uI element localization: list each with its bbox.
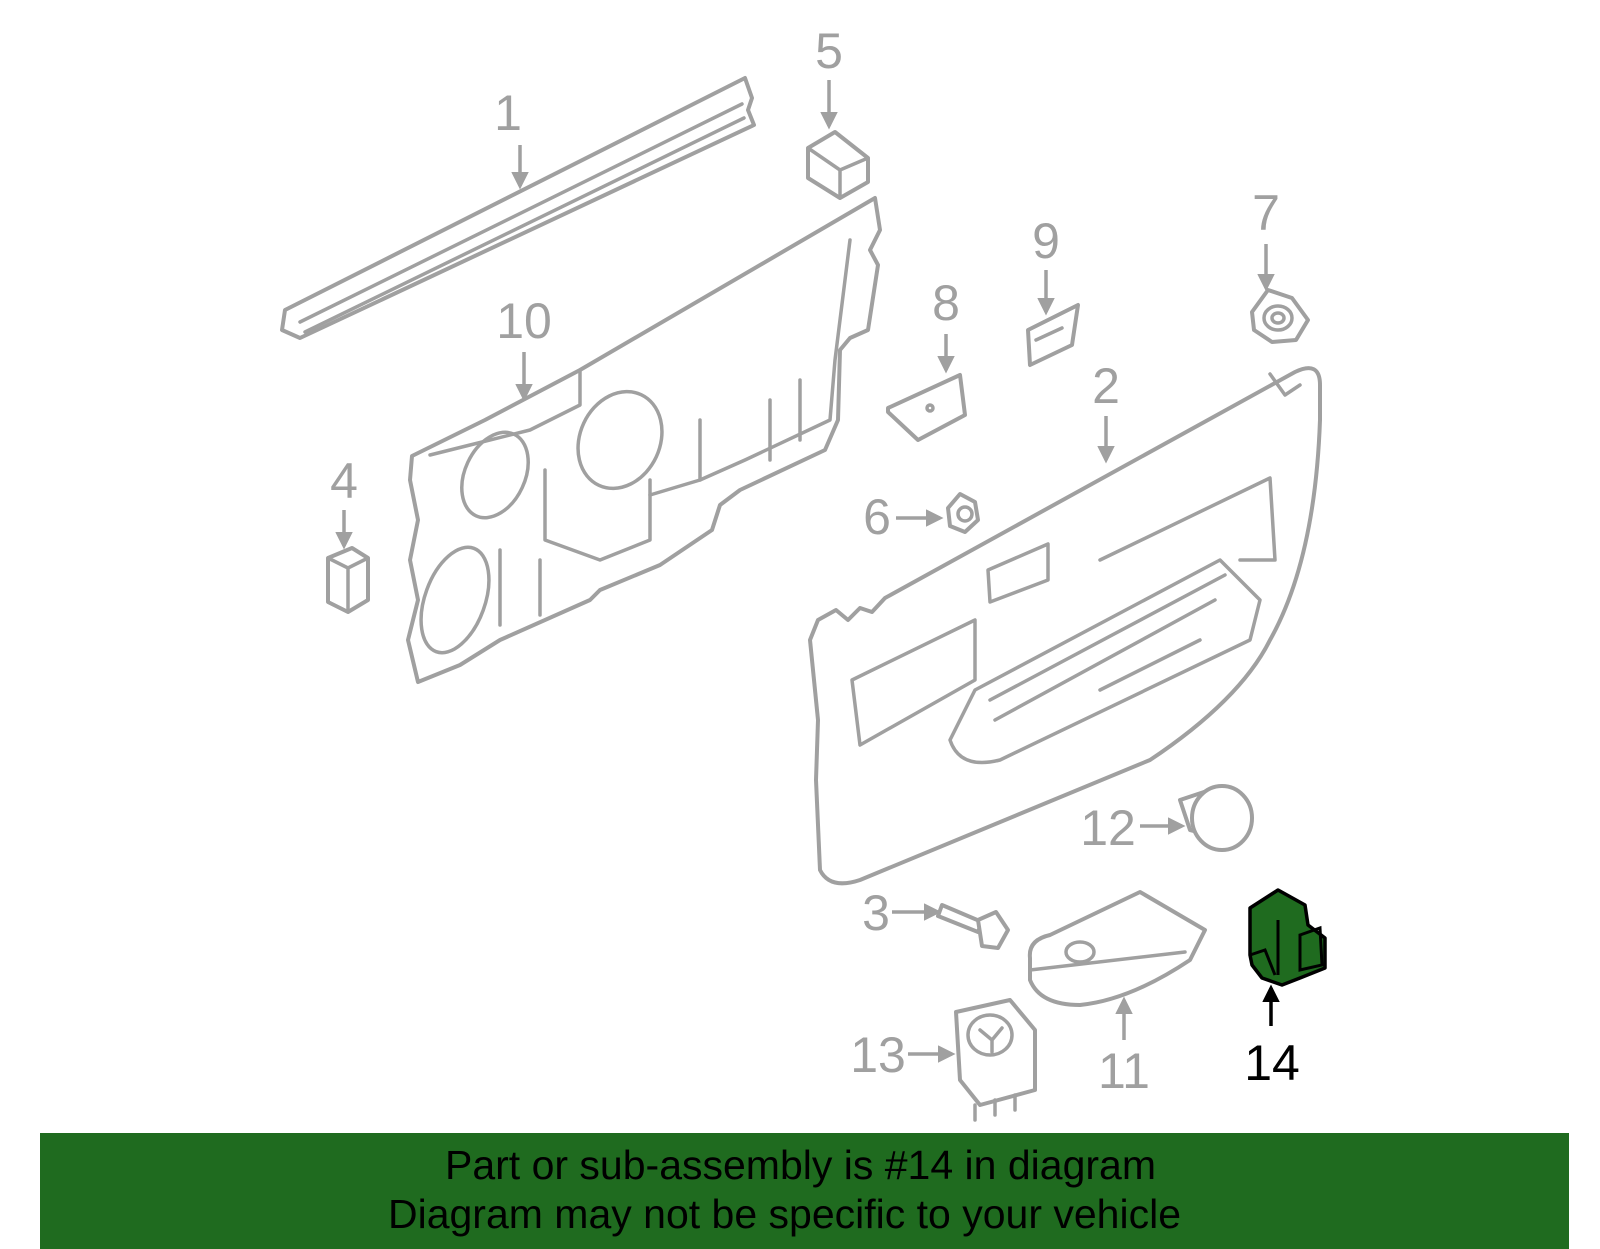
callout-3: 3 [862,885,890,941]
part-13-window-switch [954,998,1037,1122]
callout-9: 9 [1032,213,1060,269]
callout-14: 14 [1244,1035,1300,1091]
callout-2: 2 [1092,358,1120,414]
part-10-inner-panel [406,196,882,684]
callout-7: 7 [1252,185,1280,241]
part-6-grommet [946,492,980,534]
banner-line-2: Diagram may not be specific to your vehi… [387,1191,1181,1237]
part-2-door-trim-panel [808,366,1322,886]
part-11-pull-cup [1027,890,1207,1007]
part-8-pad [886,373,967,442]
part-14-switch-bezel [1248,888,1327,987]
callout-5: 5 [815,23,843,79]
part-5-clip [806,130,870,200]
callout-11: 11 [1098,1043,1150,1099]
callout-8: 8 [932,275,960,331]
part-7-cap [1250,288,1310,344]
callout-1: 1 [494,85,522,141]
part-1-weatherstrip [280,76,756,340]
banner-line-1: Part or sub-assembly is #14 in diagram [445,1142,1156,1188]
part-3-screw [936,903,1010,950]
callout-12: 12 [1080,800,1136,856]
callout-6: 6 [863,489,891,545]
part-4-clip [326,546,370,614]
info-banner: Part or sub-assembly is #14 in diagram D… [40,1133,1569,1249]
part-12-push-pin [1178,784,1254,852]
part-9-pad [1026,303,1080,367]
callout-10: 10 [496,293,552,349]
callout-13: 13 [850,1027,906,1083]
callout-4: 4 [330,453,358,509]
